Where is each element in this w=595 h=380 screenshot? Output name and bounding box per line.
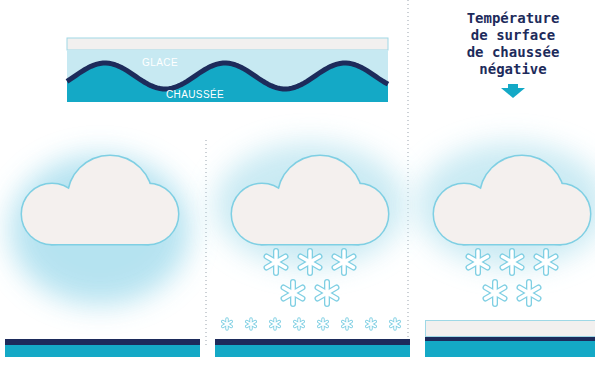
band-label: CHAUSSÉE <box>166 89 224 100</box>
snowflake <box>537 251 556 273</box>
panel-separator <box>408 0 409 345</box>
snowflake <box>267 251 286 273</box>
snowflake <box>301 251 320 273</box>
road-surface-line <box>5 339 200 345</box>
snowflake <box>318 282 337 304</box>
ground-snowflake <box>367 319 376 329</box>
condition-label: Température de surface de chaussée négat… <box>463 10 563 78</box>
road <box>425 341 595 357</box>
snowflake <box>284 282 303 304</box>
road-band: CHAUSSÉE <box>67 56 388 102</box>
road <box>5 345 200 357</box>
ground-snowflake <box>343 319 352 329</box>
ground-snowflake <box>295 319 304 329</box>
road <box>215 345 410 357</box>
snowflake <box>335 251 354 273</box>
road-surface-line <box>67 63 388 89</box>
ice-surface <box>67 38 388 50</box>
snowflake <box>486 282 505 304</box>
cloud <box>22 156 178 244</box>
down-arrow-head <box>501 88 525 98</box>
ground-snowflake <box>319 319 328 329</box>
road-band <box>67 63 388 102</box>
band-label: GLACE <box>142 57 178 68</box>
cloud-glow <box>417 143 595 267</box>
ground-snowflake <box>271 319 280 329</box>
ground-snowflake <box>223 319 232 329</box>
snowflake <box>503 251 522 273</box>
snowflake <box>520 282 539 304</box>
cloud <box>434 156 590 244</box>
ground-snowflake <box>391 319 400 329</box>
fog-glow <box>10 155 190 305</box>
cloud <box>232 156 388 244</box>
road-surface-line <box>425 337 595 341</box>
ground-snowflake <box>247 319 256 329</box>
ice-layer <box>426 321 595 337</box>
snowflake <box>469 251 488 273</box>
road-surface-line <box>215 339 410 345</box>
panel-separator <box>206 140 207 345</box>
band-shape <box>67 56 388 102</box>
